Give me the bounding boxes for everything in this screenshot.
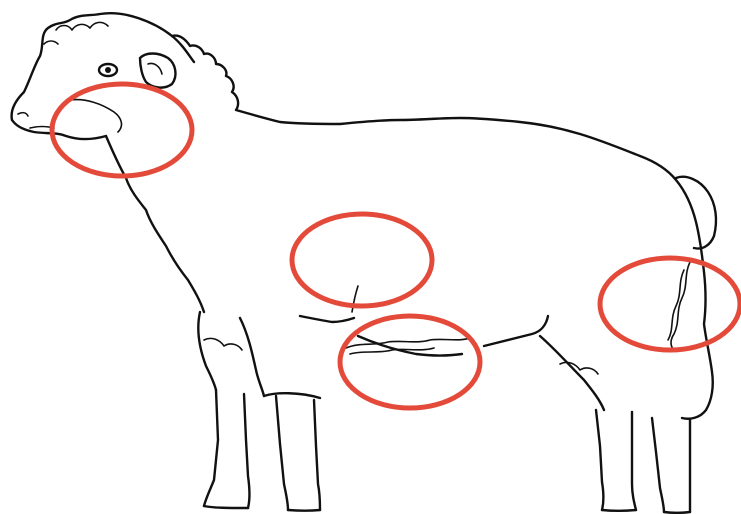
highlight-elbow [340, 316, 480, 408]
highlight-jaw [52, 84, 192, 176]
sheep-head [12, 13, 194, 139]
sheep-legs [198, 312, 690, 513]
highlight-mid-side [292, 214, 432, 306]
highlight-circles [52, 84, 740, 408]
